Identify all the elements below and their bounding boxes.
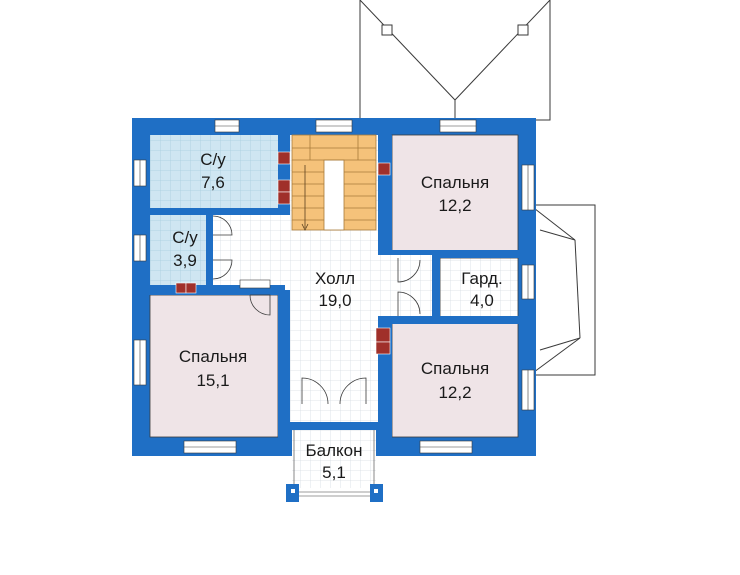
- roof-east: [529, 204, 596, 376]
- label-bed-se-name: Спальня: [421, 359, 489, 378]
- label-balcony-name: Балкон: [305, 441, 362, 460]
- bathroom-large: [150, 135, 278, 208]
- label-wardrobe-name: Гард.: [461, 269, 502, 288]
- bedroom-northwest: [149, 294, 279, 438]
- doors: [212, 215, 421, 405]
- room-labels: С/у 7,6 С/у 3,9 Холл 19,0 Спальня 15,1 С…: [172, 150, 502, 482]
- label-bed-se-area: 12,2: [438, 383, 471, 402]
- label-wc1-name: С/у: [200, 150, 226, 169]
- balcony: [286, 423, 383, 502]
- label-hall-name: Холл: [315, 269, 355, 288]
- bedroom-northeast: [391, 134, 519, 253]
- hall-floor-lower: [290, 404, 378, 422]
- roof-north: [359, 0, 551, 121]
- label-bed-nw-name: Спальня: [179, 347, 247, 366]
- label-wc2-area: 3,9: [173, 251, 197, 270]
- chimney-vents: [175, 151, 391, 355]
- label-bed-ne-area: 12,2: [438, 196, 471, 215]
- bathroom-small: [150, 215, 206, 285]
- staircase: [291, 134, 377, 231]
- label-wardrobe-area: 4,0: [470, 291, 494, 310]
- label-wc1-area: 7,6: [201, 173, 225, 192]
- label-bed-nw-area: 15,1: [196, 371, 229, 390]
- bedroom-southeast: [391, 321, 519, 438]
- label-hall-area: 19,0: [318, 291, 351, 310]
- label-balcony-area: 5,1: [322, 463, 346, 482]
- label-bed-ne-name: Спальня: [421, 173, 489, 192]
- label-wc2-name: С/у: [172, 228, 198, 247]
